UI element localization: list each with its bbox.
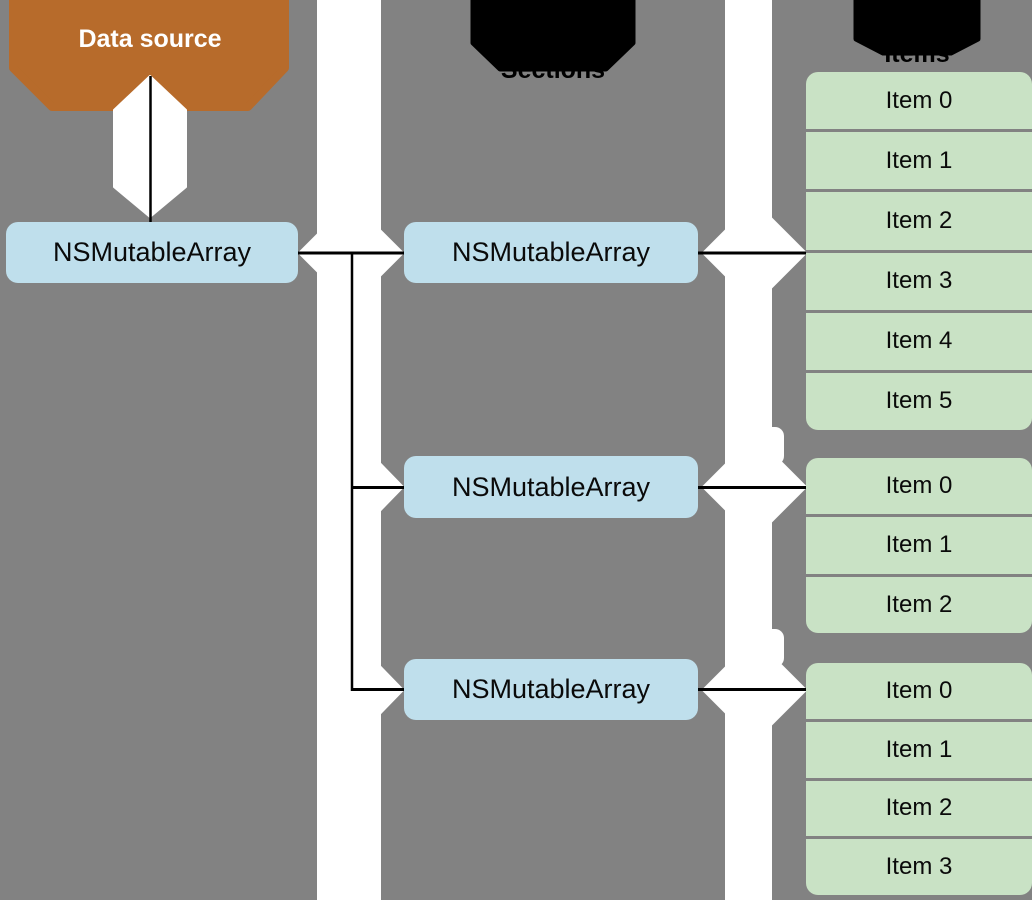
items-callout-shape — [853, 0, 981, 56]
item-cell: Item 1 — [806, 514, 1032, 573]
item-cell: Item 0 — [885, 86, 953, 114]
array-box-source: NSMutableArray — [6, 222, 298, 283]
item-cell: Item 0 — [885, 676, 953, 704]
item-cell: Item 4 — [806, 309, 1032, 370]
data-source-callout-shape — [9, 0, 289, 111]
item-cell: Item 2 — [806, 777, 1032, 837]
array-box-section-2: NSMutableArray — [404, 659, 698, 720]
item-group-2: Item 0 Item 1 Item 2 Item 3 — [806, 663, 1032, 895]
item-cell: Item 1 — [806, 718, 1032, 778]
item-cell: Item 2 — [806, 573, 1032, 633]
white-gap-band-left — [317, 0, 381, 900]
item-cell: Item 1 — [806, 129, 1032, 189]
item-cell: Item 3 — [806, 836, 1032, 895]
array-box-section-0: NSMutableArray — [404, 222, 698, 283]
item-cell: Item 0 — [885, 472, 953, 500]
sections-callout-shape — [470, 0, 636, 72]
array-box-section-1: NSMutableArray — [404, 456, 698, 518]
item-cell: Item 2 — [806, 189, 1032, 249]
item-cell: Item 5 — [806, 369, 1032, 430]
item-cell: Item 3 — [806, 249, 1032, 310]
item-group-0: Item 0 Item 1 Item 2 Item 3 Item 4 Item … — [806, 72, 1032, 430]
item-group-1: Item 0 Item 1 Item 2 — [806, 458, 1032, 633]
